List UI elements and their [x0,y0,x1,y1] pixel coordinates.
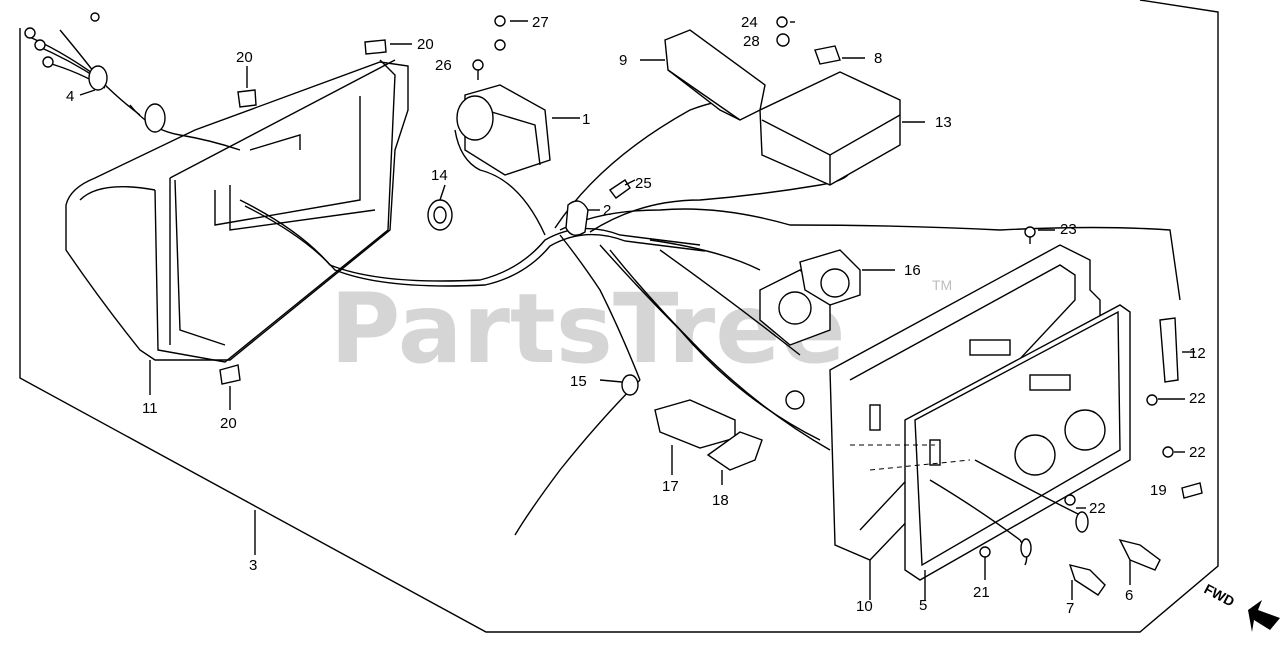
fwd-label: FWD [1202,581,1238,610]
watermark-tm: TM [932,277,952,293]
front-panel-part [850,304,1131,600]
fastener-parts [472,15,1055,244]
callout-25: 25 [635,175,652,192]
callout-6: 6 [1125,587,1133,604]
callout-3: 3 [249,557,257,574]
magnetic-switch-part [456,84,580,176]
callout-10: 10 [856,598,873,615]
callout-numbers: 1 2 3 4 5 6 7 8 9 10 11 12 13 14 15 16 1… [66,14,1206,617]
callout-14: 14 [431,167,448,184]
panel-wires [929,459,1089,566]
receptacle-part [759,249,895,346]
callout-13: 13 [935,114,952,131]
callout-27: 27 [532,14,549,31]
callout-5: 5 [919,597,927,614]
grommet-part [427,199,453,231]
callout-22-upper: 22 [1189,390,1206,407]
callout-2: 2 [603,202,611,219]
callout-1: 1 [582,111,590,128]
callout-7: 7 [1066,600,1074,617]
callout-17: 17 [662,478,679,495]
plate-part [814,45,865,65]
callout-20-top-left: 20 [236,49,253,66]
callout-15: 15 [570,373,587,390]
breaker-parts [1068,538,1161,600]
callout-18: 18 [712,492,729,509]
small-parts [979,317,1203,580]
switch-parts [621,374,763,485]
callout-22-lower: 22 [1089,500,1106,517]
callout-9: 9 [619,52,627,69]
callout-12: 12 [1189,345,1206,362]
callout-8: 8 [874,50,882,67]
callout-11: 11 [142,400,158,417]
leader-lines [79,89,636,555]
bracket-part [640,29,766,121]
assembly-outline [19,0,1219,633]
fwd-arrow: FWD [1202,581,1280,632]
callout-20-top: 20 [417,36,434,53]
control-box-housing [65,59,409,395]
callout-19: 19 [1150,482,1167,499]
callout-16: 16 [904,262,921,279]
callout-4: 4 [66,88,74,105]
callout-21: 21 [973,584,990,601]
callout-23: 23 [1060,221,1077,238]
callout-28: 28 [743,33,760,50]
control-module-part [759,71,925,186]
callout-20-bottom: 20 [220,415,237,432]
clip-part [565,200,600,236]
callout-26: 26 [435,57,452,74]
clamp-parts [219,39,412,410]
wire-harness [24,12,1181,536]
callout-22-middle: 22 [1189,444,1206,461]
callout-24: 24 [741,14,758,31]
